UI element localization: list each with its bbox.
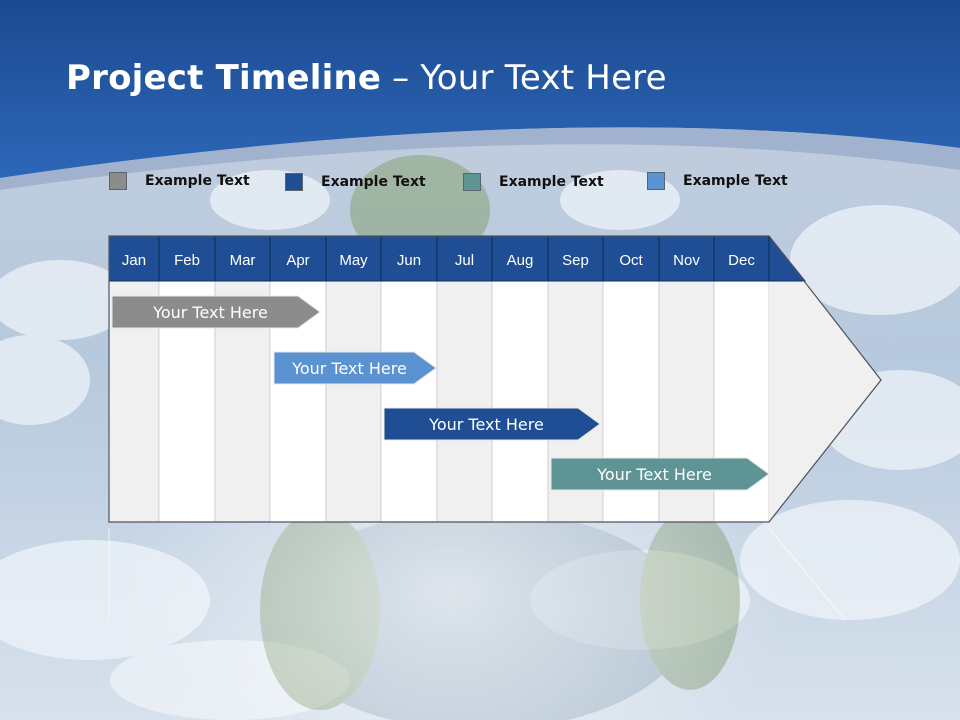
task-label-3: Your Text Here: [428, 415, 544, 434]
timeline-outline: [108, 235, 882, 523]
legend-item-2: Example Text: [285, 172, 426, 192]
month-label-apr: Apr: [286, 252, 309, 269]
month-column: [380, 280, 438, 523]
legend-label: Example Text: [321, 174, 426, 190]
month-label-jul: Jul: [455, 252, 474, 269]
month-label-oct: Oct: [619, 252, 643, 269]
slide-title: Project Timeline – Your Text Here: [66, 58, 667, 98]
title-bold: Project Timeline: [66, 58, 382, 98]
month-label-mar: Mar: [230, 252, 256, 269]
legend-item-1: Example Text: [109, 171, 250, 191]
legend-item-4: Example Text: [647, 171, 788, 191]
title-rest: – Your Text Here: [381, 58, 667, 98]
legend-item-3: Example Text: [463, 172, 604, 192]
legend-label: Example Text: [499, 174, 604, 190]
month-label-dec: Dec: [728, 252, 755, 269]
arrow-head-fill: [769, 281, 881, 522]
month-label-jan: Jan: [122, 252, 146, 269]
month-label-aug: Aug: [507, 252, 534, 269]
month-label-jun: Jun: [397, 252, 421, 269]
month-column: [325, 280, 382, 523]
month-label-nov: Nov: [673, 252, 700, 269]
legend-swatch: [285, 173, 303, 191]
task-arrow-3: [383, 407, 601, 441]
task-label-1: Your Text Here: [152, 303, 268, 322]
legend-swatch: [647, 172, 665, 190]
month-label-feb: Feb: [174, 252, 200, 269]
legend-swatch: [109, 172, 127, 190]
month-label-sep: Sep: [562, 252, 589, 269]
task-label-2: Your Text Here: [291, 359, 407, 378]
legend-label: Example Text: [683, 173, 788, 189]
task-arrow-2: [273, 351, 437, 385]
legend-swatch: [463, 173, 481, 191]
task-arrow-1: [111, 295, 321, 329]
month-column: [436, 280, 493, 523]
month-label-may: May: [339, 252, 368, 269]
legend-label: Example Text: [145, 173, 250, 189]
reflection-line: [768, 527, 846, 621]
task-arrow-4: [550, 457, 770, 491]
task-label-4: Your Text Here: [596, 465, 712, 484]
month-column: [491, 280, 549, 523]
